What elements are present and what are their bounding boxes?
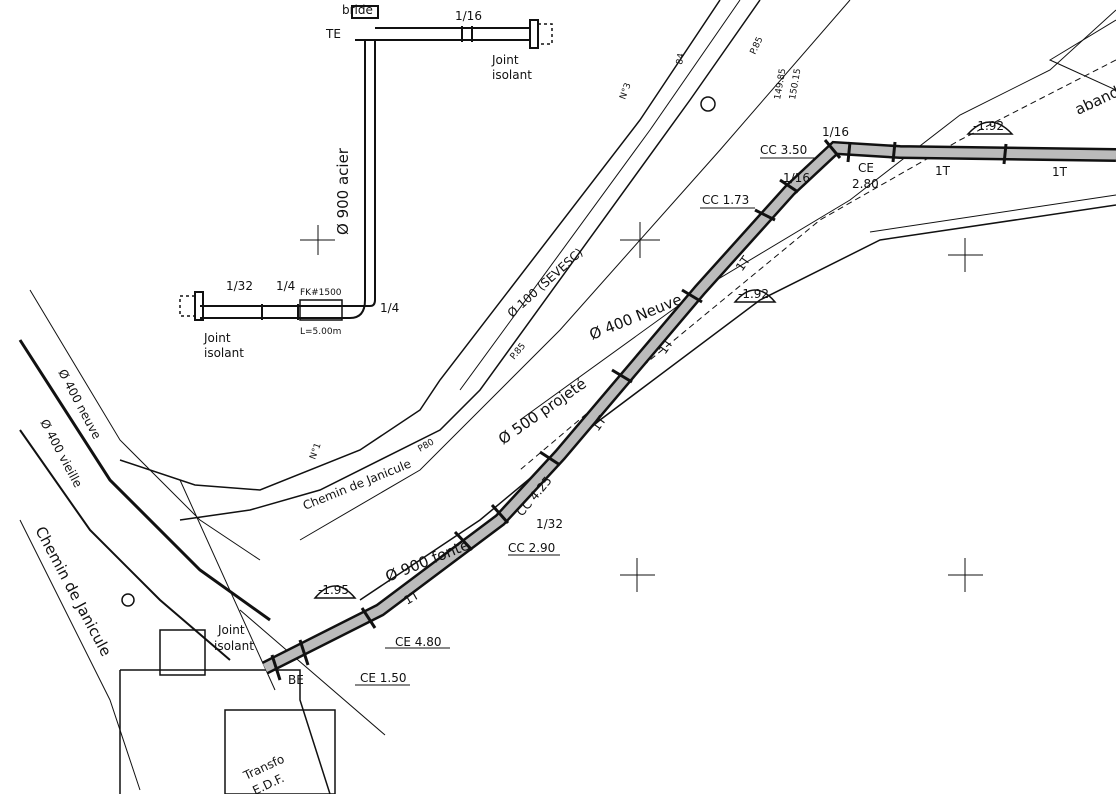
leader-underlines <box>355 157 815 686</box>
detail-pipe-top <box>375 27 530 41</box>
survey-cross <box>300 225 335 255</box>
pipe-900-inner <box>262 143 1116 673</box>
ce-label: CE <box>858 161 874 175</box>
n1-label: N°1 <box>308 442 323 461</box>
ce280-label: 2.80 <box>852 177 879 191</box>
bend-top-label: 1/16 <box>455 9 482 23</box>
left-road-edge-2 <box>18 339 271 622</box>
tag-192a-symbol <box>966 121 1014 135</box>
bride-flange <box>351 5 379 19</box>
manhole-top <box>700 96 716 112</box>
transfo-box <box>224 709 336 794</box>
chamber-box <box>159 629 206 676</box>
tag-195-symbol <box>313 585 357 599</box>
fence-line <box>359 204 1116 601</box>
cc350-label: CC 3.50 <box>760 143 807 157</box>
ce150-label: CE 1.50 <box>360 671 407 685</box>
survey-crosses <box>620 222 983 592</box>
n3-label: N°3 <box>618 82 633 101</box>
cc173-label: CC 1.73 <box>702 193 749 207</box>
transfo-building-outline <box>119 669 331 794</box>
frag-149: 149.85 <box>773 68 788 101</box>
bend-14b-label: 1/4 <box>380 301 399 315</box>
road-network <box>18 0 1116 794</box>
acier-pipe-label: Ø 900 acier <box>334 147 352 235</box>
f132-label: 1/32 <box>536 517 563 531</box>
fk-label: FK#1500 <box>300 288 342 298</box>
sevesc-label: Ø 100 (SEVESC) <box>505 245 586 320</box>
projete-500-line <box>519 59 1116 471</box>
detail-pipe-bottom <box>200 299 376 319</box>
p85-label: P.85 <box>509 341 528 361</box>
bend-132-label: 1/32 <box>226 279 253 293</box>
cc290-label: CC 2.90 <box>508 541 555 555</box>
te-label: TE <box>325 27 341 41</box>
fk-sleeve <box>299 299 343 321</box>
manhole-left <box>121 593 135 607</box>
pipe-900-outer <box>261 140 1116 675</box>
main-pipe-900-fonte <box>261 139 1116 681</box>
f116a-label: 1/16 <box>822 125 849 139</box>
abandon-label: abandon <box>1072 75 1116 119</box>
t2-label: 1T <box>1052 165 1068 179</box>
joint-bottom-label: Joint <box>217 623 245 637</box>
neuve-400-line <box>519 9 1116 421</box>
bride-label: bride <box>342 3 373 17</box>
tag-192b-symbol <box>733 289 777 303</box>
f116b-label: 1/16 <box>783 171 810 185</box>
t6-label: 1T <box>402 588 423 608</box>
bend-14-label: 1/4 <box>276 279 295 293</box>
ce480-label: CE 4.80 <box>395 635 442 649</box>
road-edge-upper <box>119 0 721 491</box>
road-edge-lower <box>179 0 761 521</box>
joint-isolant-left-symbol <box>194 291 204 321</box>
frag-84: 84 <box>675 52 687 65</box>
be-label: BE <box>288 673 304 687</box>
tag-192a: -1.92 <box>973 119 1004 133</box>
t1-label: 1T <box>935 164 951 178</box>
sevesc-line <box>299 0 851 541</box>
isolant-bottom-label: isolant <box>214 639 254 653</box>
isolant-top-label: isolant <box>492 68 532 82</box>
isolant-left-label: isolant <box>204 346 244 360</box>
tag-192b: -1.92 <box>738 287 769 301</box>
frag-p85: P.85 <box>749 35 766 56</box>
length-label: L=5.00m <box>300 327 341 337</box>
road-main-label: Chemin de Janicule <box>301 457 413 513</box>
detail-drawing: bride TE 1/16 Joint isolant Ø 900 acier … <box>179 3 553 360</box>
joint-isolant-top-symbol <box>529 19 539 49</box>
joint-top-label: Joint <box>491 53 519 67</box>
tag-195: -1.95 <box>318 583 349 597</box>
joint-left-label: Joint <box>203 331 231 345</box>
frag-150: 150.15 <box>788 68 803 101</box>
left-road-edge-1 <box>29 289 261 561</box>
